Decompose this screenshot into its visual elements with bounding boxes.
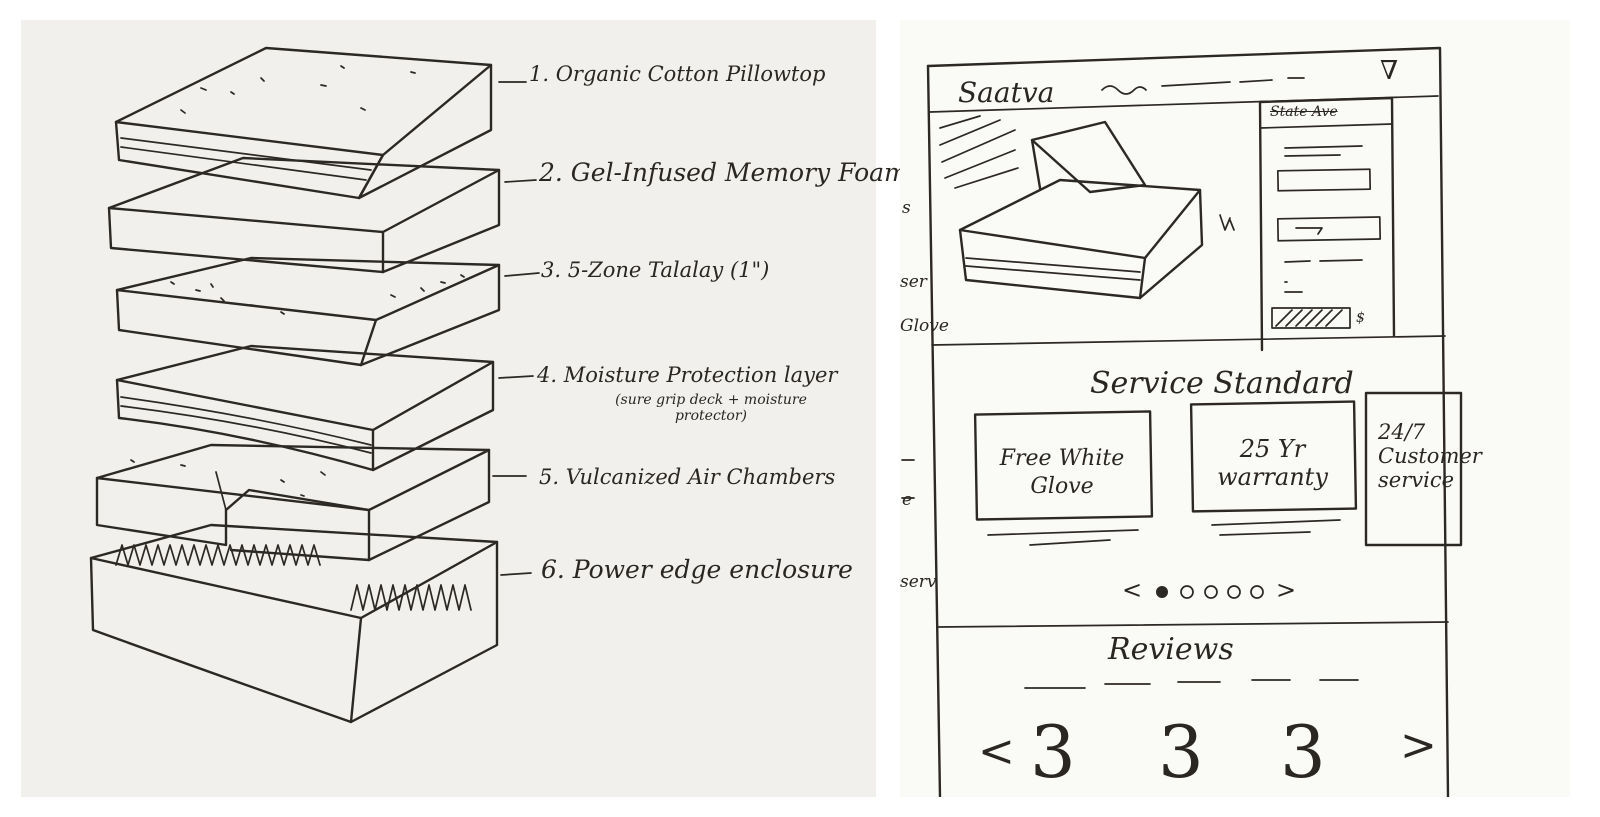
leader-lines	[492, 81, 540, 576]
layer-2-memory-foam	[107, 156, 501, 274]
price-label: $	[1356, 310, 1365, 326]
hero-hatching	[939, 115, 1019, 189]
cutoff-marks	[901, 459, 915, 499]
layer-5-air-chambers	[95, 443, 491, 562]
nav-squiggle	[1101, 77, 1305, 95]
mattress-layers-sketch: 1. Organic Cotton Pillowtop 2. Gel-Infus…	[21, 20, 963, 797]
menu-icon[interactable]: ∇	[1380, 56, 1399, 86]
cutoff-text-3: Glove	[900, 316, 949, 336]
review-item-2: 3	[1158, 710, 1204, 794]
carousel-prev[interactable]: <	[1122, 576, 1143, 604]
hero-bed-sketch	[958, 120, 1235, 300]
layer-label-4: 4. Moisture Protection layer	[537, 363, 838, 387]
brand-logo: Saatva	[958, 76, 1055, 109]
layer-label-5: 5. Vulcanized Air Chambers	[539, 465, 836, 489]
review-item-1: 3	[1030, 710, 1076, 794]
reviews-prev[interactable]: <	[978, 726, 1015, 777]
layer-4-moisture	[115, 344, 495, 472]
add-to-cart-box	[1271, 307, 1351, 329]
carousel-dots	[1156, 585, 1264, 599]
product-panel	[1258, 96, 1396, 352]
reviews-title: Reviews	[1108, 632, 1234, 667]
layer-label-6: 6. Power edge enclosure	[541, 555, 853, 584]
layer-3-talalay	[115, 256, 501, 367]
service-card-2	[1189, 400, 1358, 513]
page-frame	[926, 46, 1450, 797]
service-card-2-text: 25 Yr warranty	[1217, 435, 1328, 491]
cutoff-text-4: e	[902, 490, 913, 510]
wireframe-drawing	[901, 46, 1463, 797]
reviews-dashes	[1024, 679, 1359, 689]
service-card-1-text: Free White Glove	[999, 446, 1125, 499]
select-box	[1276, 168, 1372, 192]
layer-1-pillowtop	[114, 46, 493, 200]
cutoff-text-1: s	[902, 198, 911, 218]
layer-label-2: 2. Gel-Infused Memory Foam (2")	[539, 158, 963, 187]
service-section-title: Service Standard	[1090, 366, 1354, 401]
service-card-3-text: 24/7 Customer service	[1378, 420, 1482, 492]
website-wireframe-sketch: Saatva ∇ State Ave $ Service Standard Fr…	[900, 20, 1570, 797]
service-card-3	[1364, 391, 1463, 547]
state-select-title: State Ave	[1270, 104, 1338, 120]
layer-label-1: 1. Organic Cotton Pillowtop	[529, 62, 826, 86]
layer-6-enclosure	[89, 523, 499, 724]
cutoff-text-5: serv	[900, 572, 937, 592]
size-box	[1276, 216, 1382, 242]
review-item-3: 3	[1280, 710, 1326, 794]
layer-4-note: (sure grip deck + moisture protector)	[615, 392, 807, 424]
service-card-1	[973, 410, 1154, 521]
card-captions	[987, 519, 1341, 546]
reviews-next[interactable]: >	[1400, 720, 1437, 771]
mattress-layers-drawing	[89, 46, 540, 724]
cutoff-text-2: ser	[900, 272, 927, 292]
carousel-next[interactable]: >	[1276, 576, 1297, 604]
layer-label-3: 3. 5-Zone Talalay (1")	[541, 258, 770, 282]
